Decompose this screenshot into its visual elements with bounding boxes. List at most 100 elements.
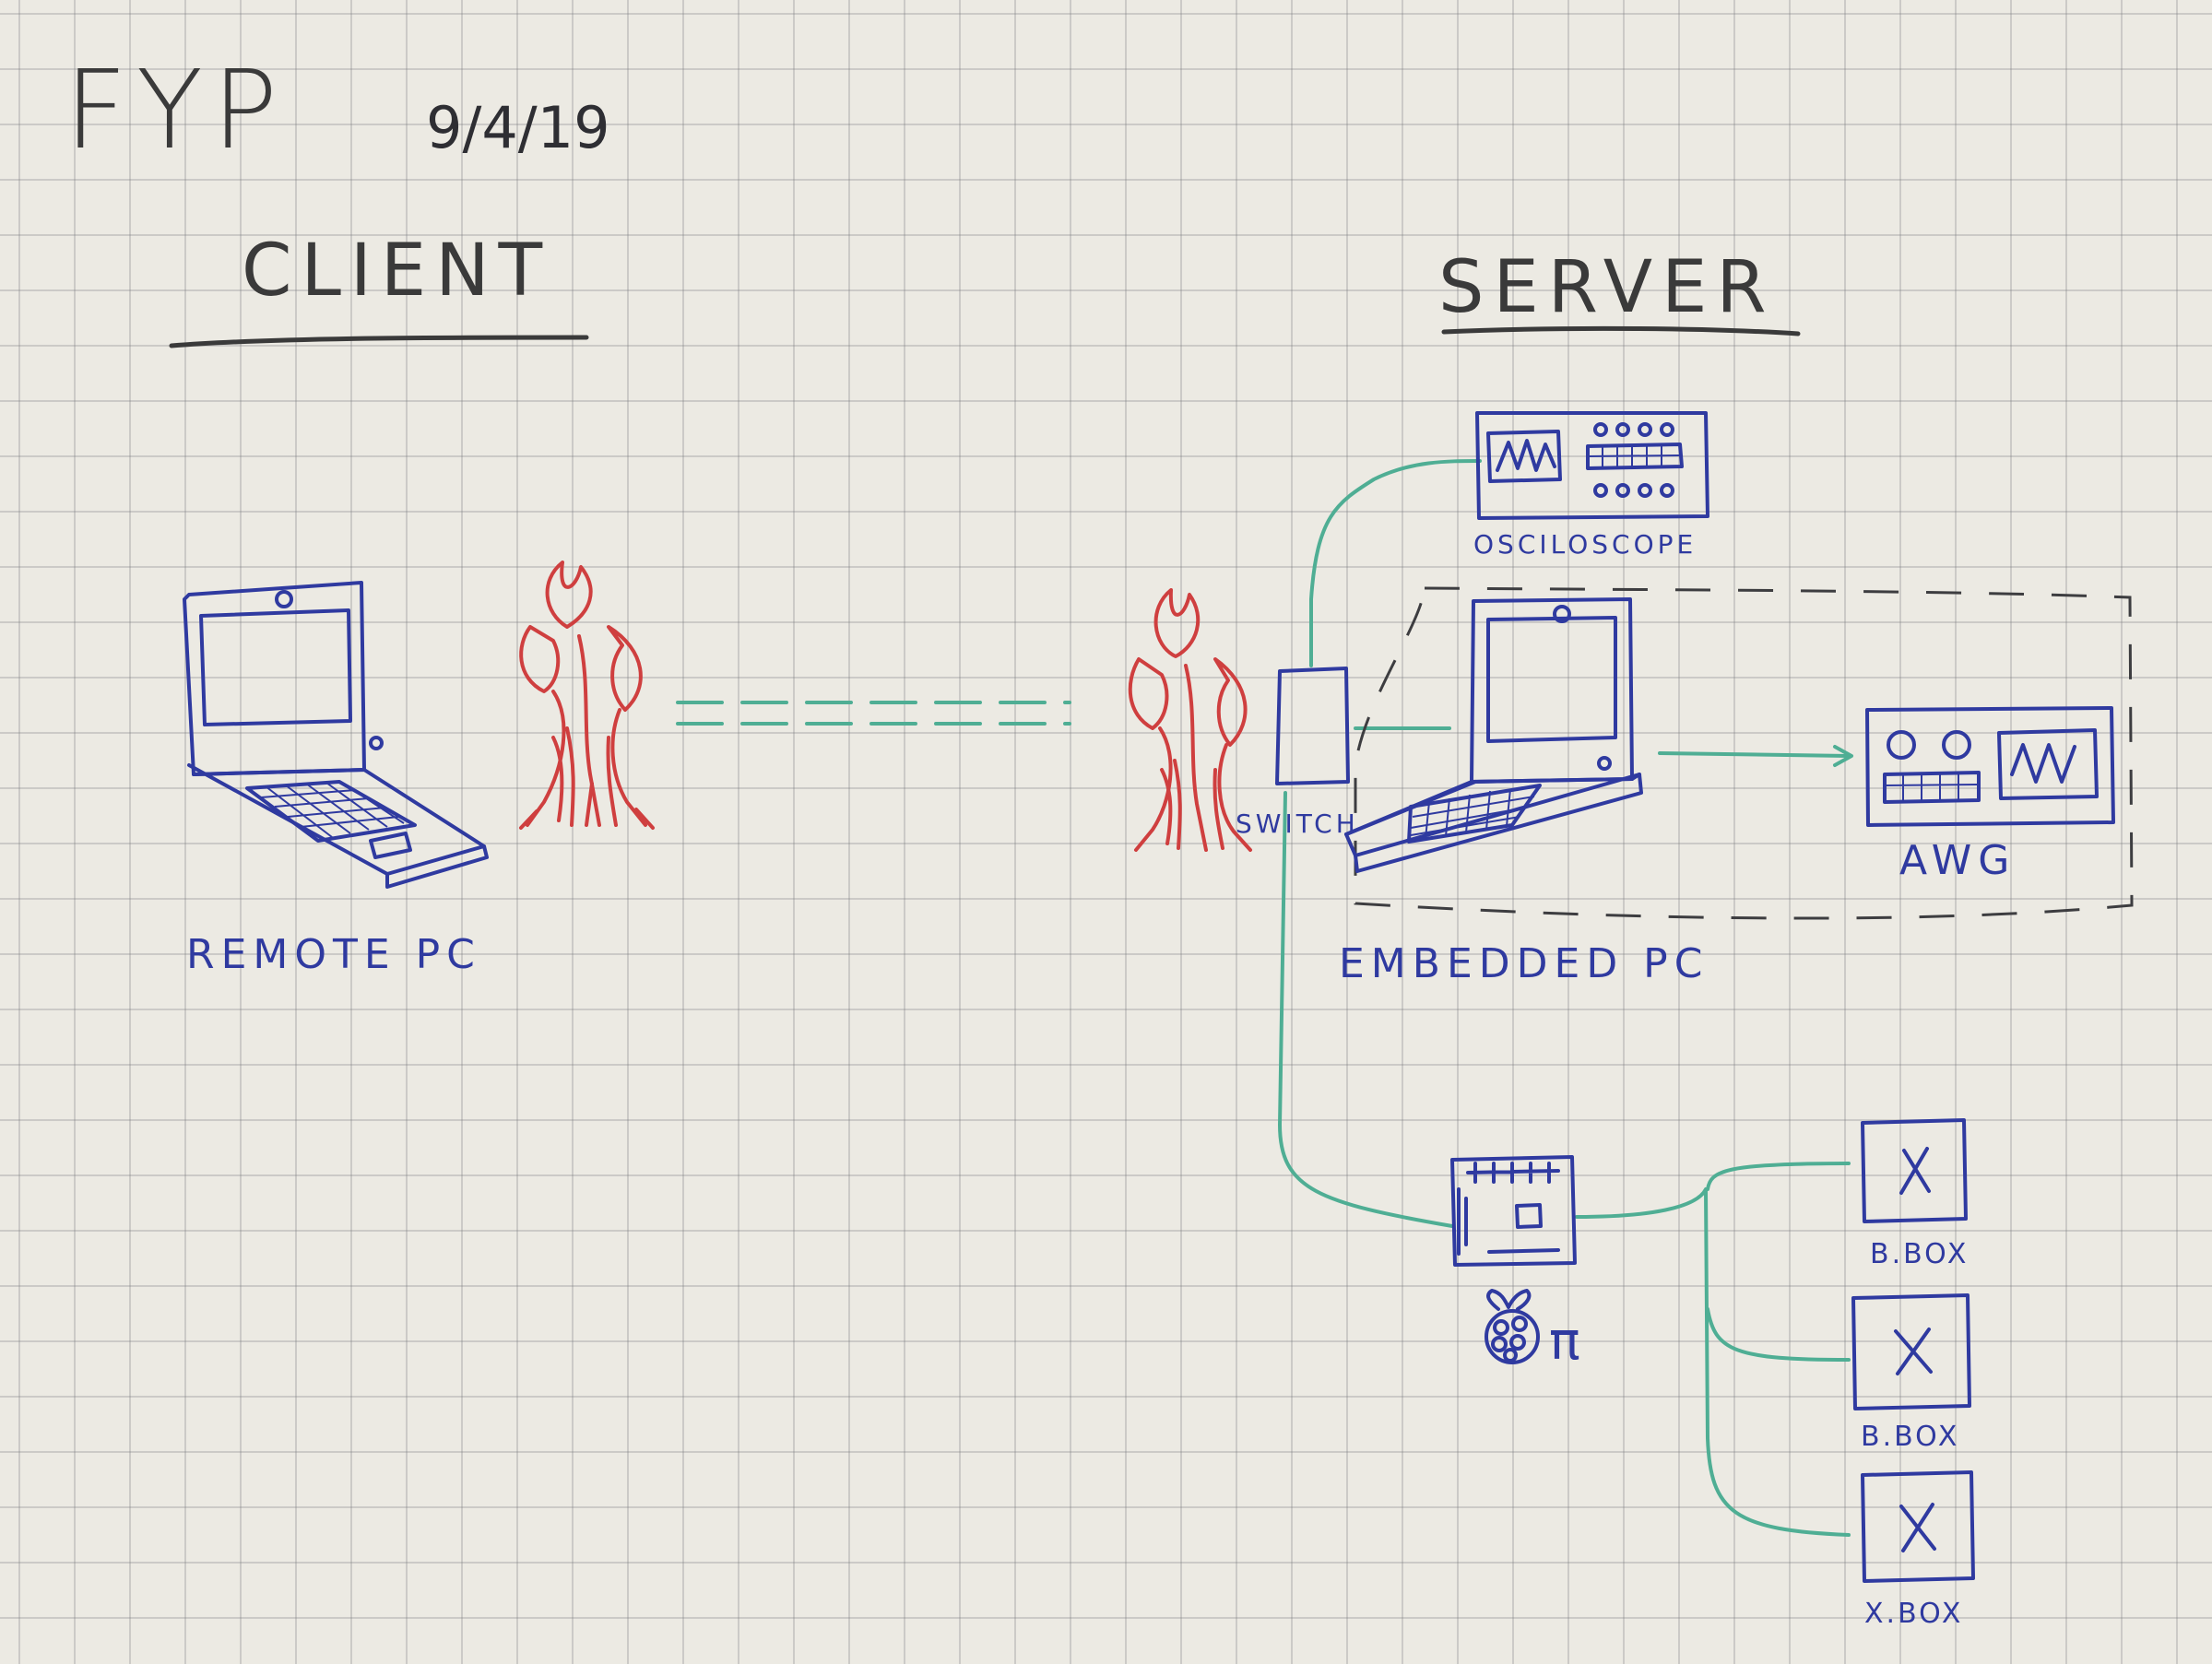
embedded-base-edge [1344, 773, 1643, 873]
box-1-cross [1899, 1147, 1931, 1195]
awg-knob [1942, 730, 1971, 760]
pi-gpio-header [1466, 1162, 1560, 1184]
client-heading: CLIENT [242, 230, 551, 313]
awg-label: AWG [1899, 837, 2016, 884]
awg-knob [1887, 730, 1916, 760]
connections [676, 459, 1853, 1537]
link-switch-pi [1278, 791, 1454, 1228]
date-label: 9/4/19 [426, 94, 610, 161]
raspberry-seed [1503, 1348, 1518, 1363]
remote-base-edge [385, 844, 489, 889]
raspberry-pi: π [1450, 1155, 1580, 1372]
server-flame-top [1153, 588, 1201, 658]
oscilloscope-device: OSCILOSCOPE [1473, 411, 1709, 560]
server-flame-left [1128, 657, 1169, 730]
link-pi-box2 [1706, 1307, 1851, 1362]
cross-box-icon [1851, 1293, 1971, 1410]
embedded-pc-laptop: EMBEDDED PC [1339, 597, 1709, 987]
osc-wave [1496, 439, 1556, 472]
embedded-pc-label: EMBEDDED PC [1339, 940, 1709, 987]
box-3: X.BOX [1861, 1470, 1975, 1630]
osc-knob [1638, 422, 1652, 437]
pi-label: π [1549, 1312, 1580, 1372]
box-1: B.BOX [1861, 1118, 1969, 1270]
remote-touchpad [369, 832, 412, 859]
remote-pc-laptop: REMOTE PC [183, 581, 489, 978]
box-1-label: B.BOX [1870, 1238, 1969, 1270]
server-flame-roots [1160, 759, 1224, 850]
osc-keypad [1586, 443, 1684, 470]
pi-chip [1515, 1203, 1543, 1229]
osc-knob [1593, 483, 1608, 498]
box-3-frame [1861, 1470, 1975, 1583]
remote-webcam [275, 590, 293, 608]
remote-hinge [369, 736, 384, 750]
osc-body [1475, 411, 1709, 520]
box-3-cross [1899, 1503, 1936, 1552]
remote-keyboard [245, 780, 417, 843]
raspberry-seed [1491, 1336, 1508, 1352]
box-3-label: X.BOX [1864, 1598, 1963, 1630]
server-flame-body [1134, 664, 1252, 852]
osc-knob [1638, 483, 1652, 498]
awg-wave [2010, 743, 2076, 784]
client-flame-top [545, 561, 593, 629]
raspberry-icon [1485, 1289, 1540, 1364]
client-flame-roots [519, 726, 655, 830]
osc-keys [1587, 445, 1681, 467]
client-underline [169, 335, 589, 348]
remote-pc-label: REMOTE PC [186, 931, 481, 978]
osc-knob [1593, 422, 1608, 437]
embedded-keys [1410, 788, 1535, 840]
arrow-head-awg [1833, 745, 1853, 767]
osc-knob [1660, 422, 1674, 437]
cross-box-icon [1861, 1470, 1975, 1583]
embedded-keyboard [1407, 784, 1542, 844]
pi-board-icon [1450, 1155, 1577, 1267]
link-pi-trunk [1575, 1187, 1851, 1537]
remote-lid [183, 581, 366, 776]
embedded-lid [1470, 597, 1634, 784]
osc-knob [1660, 483, 1674, 498]
client-flame-left [519, 625, 561, 693]
page-title: FYP [65, 46, 287, 173]
server-heading: SERVER [1438, 246, 1776, 329]
switch-label: SWITCH [1236, 808, 1359, 839]
awg-screen [1997, 728, 2099, 800]
firewall-flame-icon [1128, 588, 1252, 852]
network-switch: SWITCH [1236, 667, 1359, 839]
switch-icon [1275, 667, 1350, 785]
pi-port [1487, 1248, 1560, 1254]
remote-keys [260, 782, 405, 838]
signal-generator-icon [1865, 706, 2115, 827]
raspberry-seed [1509, 1334, 1526, 1351]
box-2-label: B.BOX [1861, 1421, 1959, 1453]
firewall-flame-icon [519, 561, 655, 830]
server-underline [1441, 325, 1801, 336]
link-embedded-awg [1658, 751, 1851, 758]
awg-device: AWG [1865, 706, 2115, 884]
embedded-screen [1486, 616, 1617, 743]
oscilloscope-icon [1475, 411, 1709, 520]
remote-screen [199, 608, 352, 726]
oscilloscope-label: OSCILOSCOPE [1473, 529, 1697, 560]
raspberry-seed [1511, 1316, 1528, 1332]
client-flame-body [526, 634, 647, 827]
osc-screen [1486, 430, 1562, 483]
pi-side-connector [1457, 1187, 1468, 1256]
embedded-webcam [1553, 605, 1571, 623]
server-firewall [1128, 588, 1252, 852]
embedded-hinge [1597, 756, 1612, 771]
box-2-frame [1851, 1293, 1971, 1410]
box-1-frame [1861, 1118, 1968, 1223]
laptop-icon [1344, 597, 1643, 873]
raspberry-body [1485, 1309, 1540, 1364]
osc-knob [1615, 422, 1630, 437]
box-2-cross [1894, 1328, 1933, 1375]
link-pi-box1 [1706, 1162, 1851, 1191]
cross-box-icon [1861, 1118, 1968, 1223]
raspberry-seed [1493, 1319, 1509, 1336]
awg-body [1865, 706, 2115, 827]
awg-keys [1884, 773, 1980, 801]
client-flame-right [607, 625, 643, 712]
